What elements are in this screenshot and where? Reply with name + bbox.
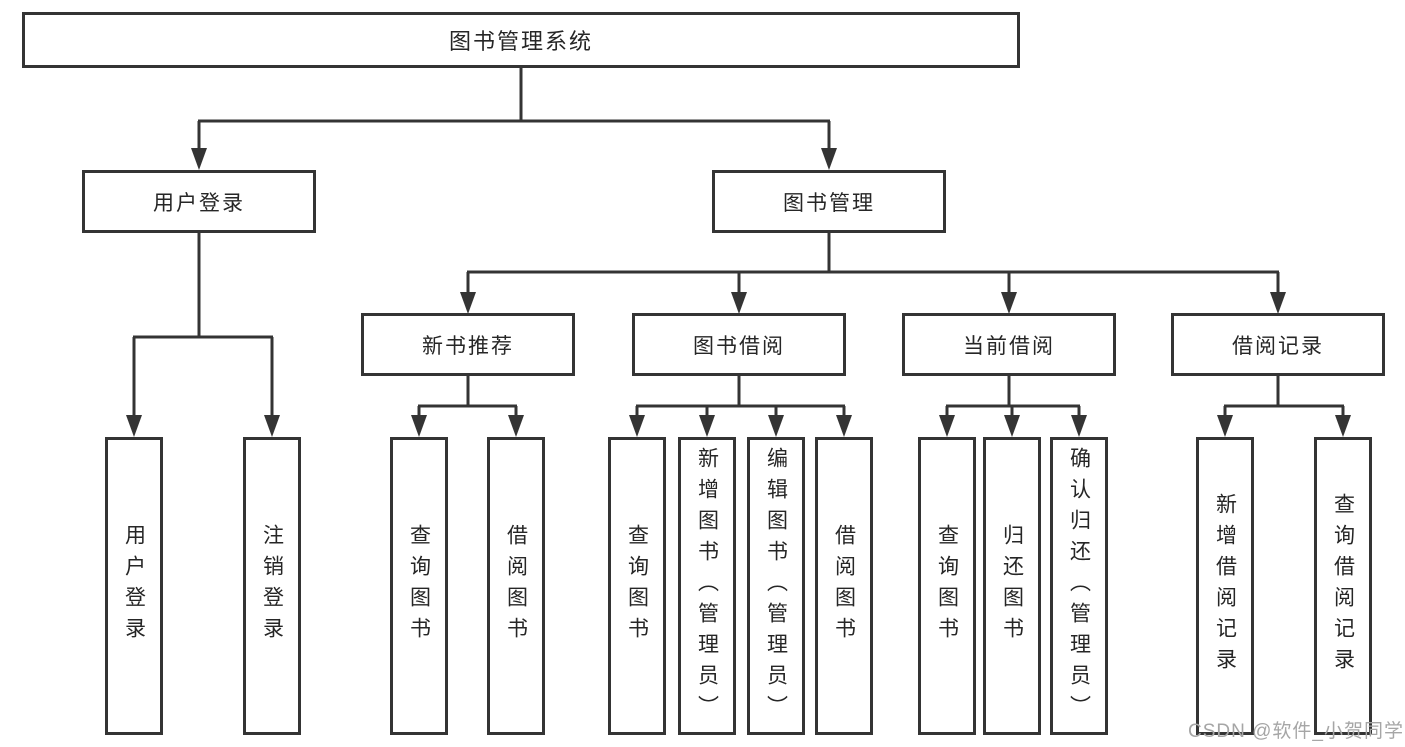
node-leaf-logout: 注销登录	[243, 437, 301, 735]
node-leaf-query-borrow-record: 查询借阅记录	[1314, 437, 1372, 735]
node-label: 新书推荐	[422, 334, 514, 358]
node-leaf-query-books-current: 查询图书	[918, 437, 976, 735]
node-label: 借阅图书	[504, 524, 528, 648]
node-label: 确认归还（管理员）	[1067, 446, 1091, 726]
node-system-root: 图书管理系统	[22, 12, 1020, 68]
node-label: 图书管理系统	[448, 29, 593, 54]
node-leaf-return-book: 归还图书	[983, 437, 1041, 735]
node-leaf-borrow-books-borrowing: 借阅图书	[815, 437, 873, 735]
node-label: 图书借阅	[693, 334, 785, 358]
node-label: 借阅图书	[832, 524, 856, 648]
node-leaf-query-books-recommend: 查询图书	[390, 437, 448, 735]
node-leaf-user-login: 用户登录	[105, 437, 163, 735]
node-leaf-query-books-borrowing: 查询图书	[608, 437, 666, 735]
node-label: 查询图书	[625, 524, 649, 648]
node-label: 注销登录	[260, 524, 284, 648]
node-label: 查询借阅记录	[1331, 493, 1355, 679]
node-current-borrowing: 当前借阅	[902, 313, 1116, 376]
node-label: 编辑图书（管理员）	[764, 446, 788, 726]
node-book-borrowing: 图书借阅	[632, 313, 846, 376]
watermark: CSDN @软件_小贺同学	[1188, 721, 1404, 742]
node-label: 图书管理	[783, 191, 875, 215]
node-leaf-confirm-return-admin: 确认归还（管理员）	[1050, 437, 1108, 735]
node-book-management: 图书管理	[712, 170, 946, 233]
node-label: 用户登录	[122, 524, 146, 648]
node-label: 用户登录	[153, 191, 245, 215]
node-leaf-add-borrow-record: 新增借阅记录	[1196, 437, 1254, 735]
node-leaf-add-book-admin: 新增图书（管理员）	[678, 437, 736, 735]
node-label: 新增借阅记录	[1213, 493, 1237, 679]
node-label: 新增图书（管理员）	[695, 446, 719, 726]
node-label: 借阅记录	[1232, 334, 1324, 358]
node-leaf-edit-book-admin: 编辑图书（管理员）	[747, 437, 805, 735]
node-label: 查询图书	[407, 524, 431, 648]
node-leaf-borrow-books-recommend: 借阅图书	[487, 437, 545, 735]
node-label: 归还图书	[1000, 524, 1024, 648]
node-new-book-recommend: 新书推荐	[361, 313, 575, 376]
node-user-login: 用户登录	[82, 170, 316, 233]
node-label: 查询图书	[935, 524, 959, 648]
node-borrow-records: 借阅记录	[1171, 313, 1385, 376]
node-label: 当前借阅	[963, 334, 1055, 358]
